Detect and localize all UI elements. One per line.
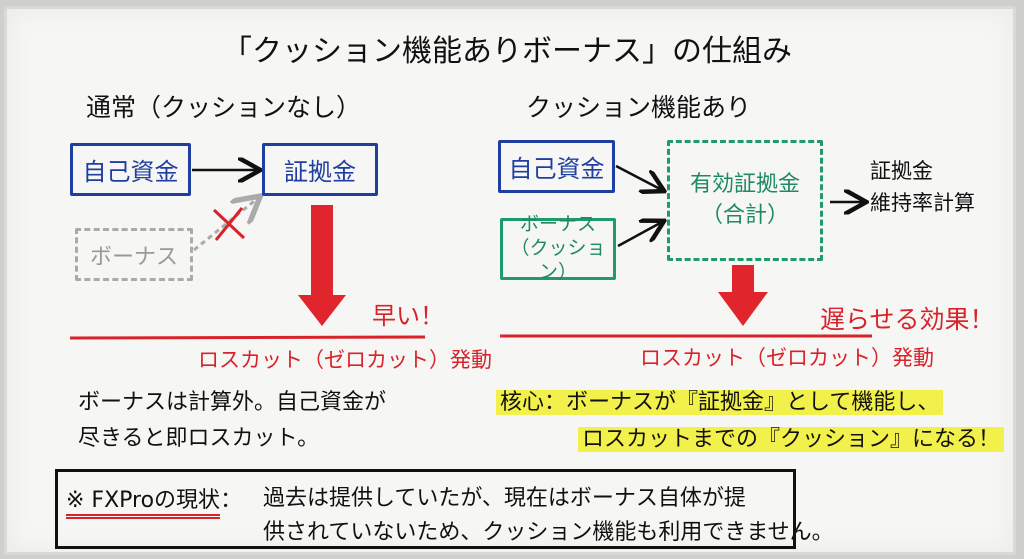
dashed-arrow-bonus xyxy=(193,198,258,252)
losscut-label-right: ロスカット（ゼロカット）発動 xyxy=(640,346,934,370)
left-note-line-1: ボーナスは計算外。自己資金が xyxy=(78,390,387,415)
cross-icon xyxy=(212,207,246,241)
calc-line-1: 証拠金 xyxy=(870,159,933,183)
own-funds-box-left: 自己資金 xyxy=(70,143,191,196)
left-heading: 通常（クッションなし） xyxy=(86,93,362,122)
footer-line-2: 供されていないため、クッション機能も利用できません。 xyxy=(263,520,834,545)
left-note-line-2: 尽きると即ロスカット。 xyxy=(78,426,320,451)
bonus-box-left: ボーナス xyxy=(75,228,193,281)
red-down-arrow-left xyxy=(298,205,346,326)
core-line-1: 核心：ボーナスが『証拠金』として機能し、 xyxy=(496,390,944,415)
footer-line-1: 過去は提供していたが、現在はボーナス自体が提 xyxy=(263,486,746,511)
bonus-label: ボーナス xyxy=(519,213,596,236)
core-line-2: ロスカットまでの『クッション』になる！ xyxy=(578,427,1005,452)
bonus-cushion-box: ボーナス （クッション） xyxy=(500,213,616,283)
total-label: （合計） xyxy=(700,202,789,228)
fast-label: 早い！ xyxy=(372,302,444,330)
footer-label: ※ FXProの現状 xyxy=(66,488,221,519)
own-funds-box-right: 自己資金 xyxy=(498,140,615,193)
arrow-own-to-effective xyxy=(615,164,662,190)
margin-box-left: 証拠金 xyxy=(262,143,378,196)
delay-effect-label: 遅らせる効果！ xyxy=(820,305,995,334)
red-down-arrow-right xyxy=(718,265,768,326)
right-heading: クッション機能あり xyxy=(526,93,752,122)
effective-margin-box: 有効証拠金 （合計） xyxy=(667,140,823,261)
red-line-left xyxy=(69,335,426,340)
footer-colon: ： xyxy=(220,488,243,513)
cushion-label: （クッション） xyxy=(510,237,606,283)
calc-label: 証拠金 維持率計算 xyxy=(870,156,975,219)
losscut-label-left: ロスカット（ゼロカット）発動 xyxy=(198,348,492,372)
calc-line-2: 維持率計算 xyxy=(870,190,975,215)
page-title: 「クッション機能ありボーナス」の仕組み xyxy=(222,34,792,69)
arrow-bonus-to-effective xyxy=(617,222,662,248)
footer-note-box: ※ FXProの現状： 過去は提供していたが、現在はボーナス自体が提 供されてい… xyxy=(55,469,834,549)
effective-margin-label: 有効証拠金 xyxy=(689,171,800,197)
